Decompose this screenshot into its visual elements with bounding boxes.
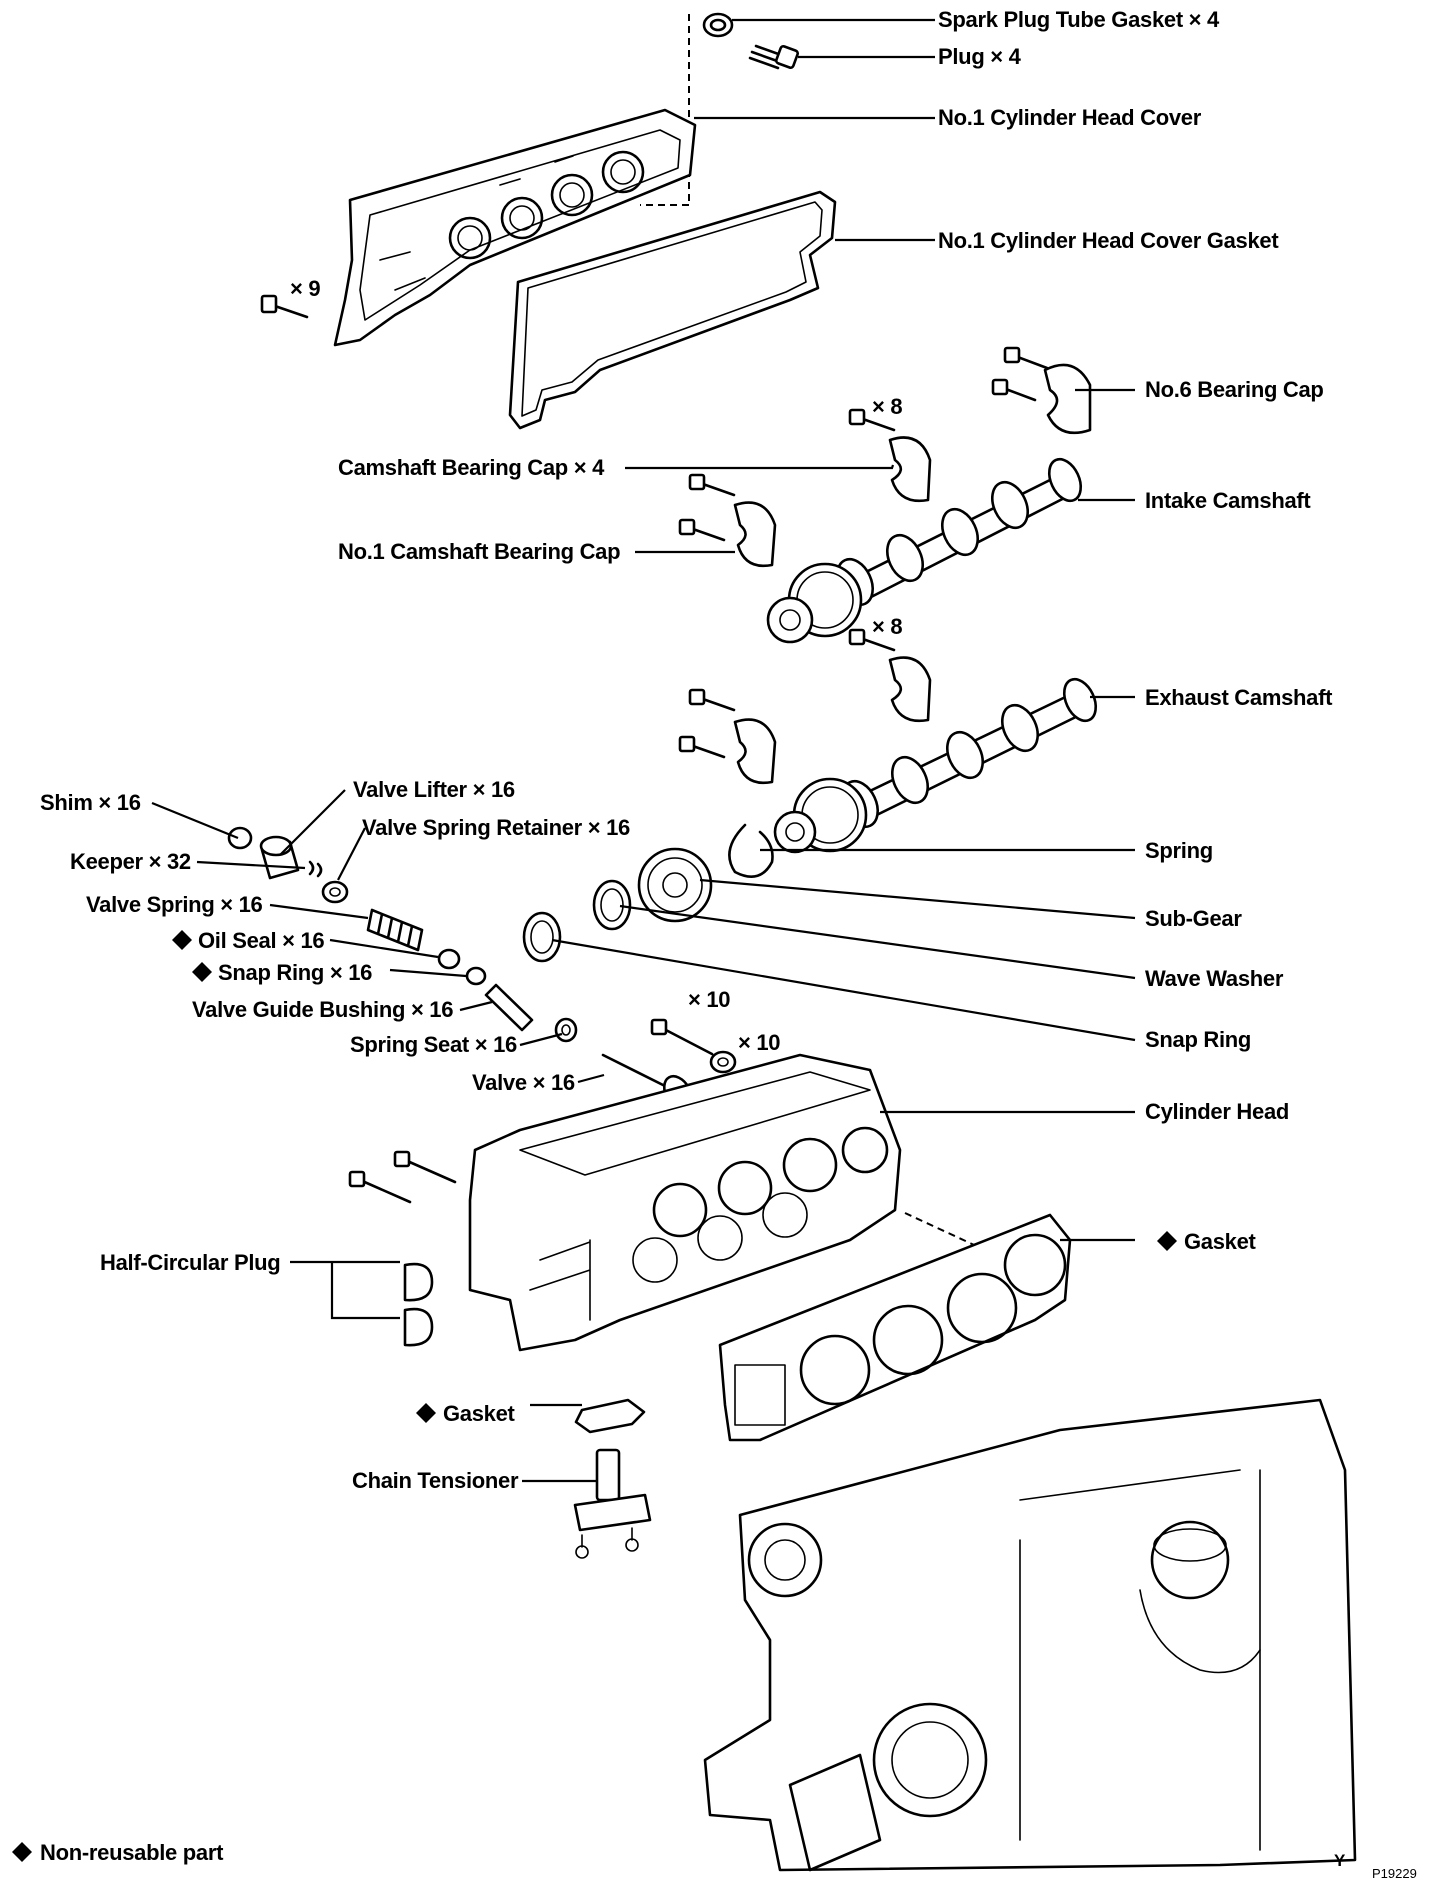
cover-bolt-art — [260, 294, 309, 319]
spark-plug-tube-gasket-art — [702, 12, 734, 38]
no6-bearing-cap-label: No.6 Bearing Cap — [1145, 377, 1324, 402]
snap-ring-label: Snap Ring — [1145, 1027, 1251, 1052]
cylinder-head-cover-label: No.1 Cylinder Head Cover — [938, 105, 1202, 130]
keeper-art — [308, 860, 323, 878]
oil-seal-label: Oil Seal × 16 — [198, 928, 324, 953]
tensioner-gasket-art — [574, 1398, 646, 1434]
plug-art — [748, 44, 799, 70]
sub-gear-label: Sub-Gear — [1145, 906, 1242, 931]
shim-art — [227, 826, 253, 850]
bolts-8-b-label: × 8 — [872, 614, 902, 639]
intake-bearing-caps-art — [678, 408, 932, 568]
spring-label: Spring — [1145, 838, 1213, 863]
valve-spring-art — [366, 908, 424, 952]
corner-mark: Y — [1334, 1851, 1346, 1870]
exhaust-camshaft-label: Exhaust Camshaft — [1145, 685, 1333, 710]
oil-seal-art — [437, 948, 461, 970]
plug-label: Plug × 4 — [938, 44, 1022, 69]
spring-seat-label: Spring Seat × 16 — [350, 1032, 517, 1057]
cylinder-head-cover-gasket-label: No.1 Cylinder Head Cover Gasket — [938, 228, 1279, 253]
engine-block-art — [703, 1398, 1357, 1872]
half-circular-plug-label: Half-Circular Plug — [100, 1250, 280, 1275]
head-bolt-art — [650, 1018, 737, 1074]
exhaust-bearing-caps-art — [678, 628, 932, 785]
snap-ring-16-art — [465, 966, 487, 986]
spark-plug-tube-gasket-label: Spark Plug Tube Gasket × 4 — [938, 7, 1220, 32]
wave-washer-art — [592, 879, 632, 931]
spring-art — [728, 823, 774, 878]
valve-guide-bushing-art — [484, 983, 534, 1032]
valve-spring-retainer-label: Valve Spring Retainer × 16 — [362, 815, 630, 840]
cylinder-head-label: Cylinder Head — [1145, 1099, 1289, 1124]
cover-bolts-count-label: × 9 — [290, 276, 320, 301]
cylinder-head-cover-gasket-art — [508, 190, 837, 430]
half-circular-plug-art — [403, 1262, 434, 1347]
head-gasket-art — [718, 1213, 1072, 1442]
snap-ring-art — [522, 911, 562, 963]
sub-gear-art — [637, 847, 713, 923]
camshaft-bearing-cap-label: Camshaft Bearing Cap × 4 — [338, 455, 605, 480]
chain-tensioner-label: Chain Tensioner — [352, 1468, 519, 1493]
leader-lines — [151, 18, 1136, 1483]
wave-washer-label: Wave Washer — [1145, 966, 1284, 991]
valve-label: Valve × 16 — [472, 1070, 575, 1095]
tensioner-gasket-non-reusable-mark — [416, 1403, 436, 1423]
legend-non-reusable-mark — [12, 1842, 32, 1862]
shim-label: Shim × 16 — [40, 790, 141, 815]
valve-lifter-label: Valve Lifter × 16 — [353, 777, 515, 802]
washers-count-label: × 10 — [738, 1030, 780, 1055]
no6-bearing-cap-art — [991, 346, 1092, 435]
oil-seal-non-reusable-mark — [172, 930, 192, 950]
head-gasket-non-reusable-mark — [1157, 1231, 1177, 1251]
tensioner-gasket-label: Gasket — [443, 1401, 516, 1426]
spring-seat-art — [554, 1017, 578, 1043]
valve-spring-label: Valve Spring × 16 — [86, 892, 263, 917]
bolts-8-a-label: × 8 — [872, 394, 902, 419]
exhaust-camshaft-art — [773, 677, 1098, 854]
intake-camshaft-label: Intake Camshaft — [1145, 488, 1311, 513]
no1-camshaft-bearing-cap-label: No.1 Camshaft Bearing Cap — [338, 539, 620, 564]
snap-ring-16-non-reusable-mark — [192, 962, 212, 982]
retainer-art — [321, 880, 349, 904]
head-gasket-label: Gasket — [1184, 1229, 1257, 1254]
head-bolts-count-label: × 10 — [688, 987, 730, 1012]
snap-ring-16-label: Snap Ring × 16 — [218, 960, 372, 985]
cylinder-head-cover-art — [333, 108, 697, 347]
figure-code: P19229 — [1372, 1866, 1417, 1881]
legend-non-reusable-label: Non-reusable part — [40, 1840, 224, 1865]
chain-tensioner-art — [573, 1448, 652, 1559]
valve-guide-bushing-label: Valve Guide Bushing × 16 — [192, 997, 453, 1022]
keeper-label: Keeper × 32 — [70, 849, 191, 874]
cylinder-head-art — [348, 1053, 902, 1352]
intake-camshaft-art — [766, 457, 1083, 644]
